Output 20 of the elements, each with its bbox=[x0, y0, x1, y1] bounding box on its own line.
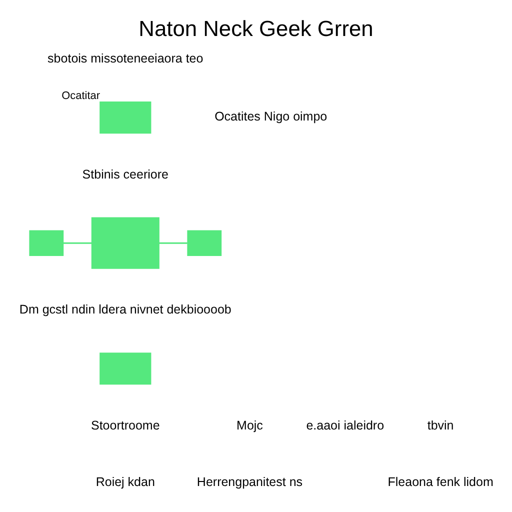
label: e.aaoi ialeidro bbox=[306, 418, 384, 432]
connector bbox=[63, 242, 92, 244]
node-box bbox=[91, 217, 160, 269]
label: Herrengpanitest ns bbox=[196, 474, 303, 489]
node-box bbox=[100, 352, 152, 385]
node-box bbox=[187, 230, 222, 256]
label: Stoortroome bbox=[91, 418, 160, 432]
connector bbox=[159, 242, 188, 244]
node-box bbox=[29, 230, 64, 256]
diagram-title: Naton Neck Geek Grren bbox=[138, 16, 374, 41]
label: tbvin bbox=[427, 418, 454, 432]
label: Fleaona fenk lidom bbox=[388, 474, 494, 489]
label: Dm gcstl ndin ldera nivnet dekbioooob bbox=[19, 302, 232, 317]
label: Ocatites Nigo oimpo bbox=[214, 110, 328, 124]
label: Roiej kdan bbox=[96, 474, 155, 489]
node-box bbox=[100, 102, 152, 134]
node-label: Ocatitar bbox=[62, 90, 100, 102]
label: Stbinis ceeriore bbox=[82, 167, 168, 182]
label: Mojc bbox=[236, 418, 263, 432]
label: sbotois missoteneeiaora teo bbox=[48, 52, 204, 66]
